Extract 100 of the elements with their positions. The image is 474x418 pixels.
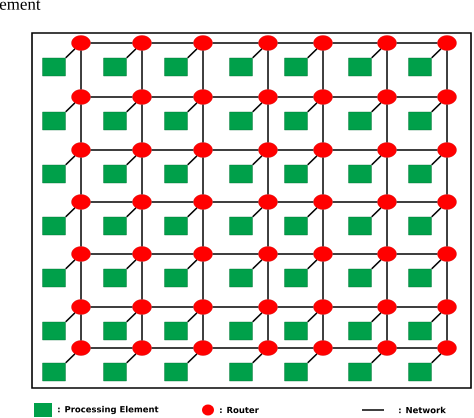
router-circle [71, 89, 91, 105]
network-link [80, 50, 82, 90]
network-link [332, 96, 378, 98]
processing-element-square [229, 112, 253, 130]
network-link [212, 253, 258, 255]
network-link [332, 149, 378, 151]
processing-element-square [229, 362, 253, 382]
processing-element-square [348, 322, 372, 340]
network-link [126, 259, 136, 270]
processing-element-square [103, 58, 127, 76]
processing-element-square [408, 58, 432, 76]
network-link [278, 149, 314, 151]
processing-element-square [348, 164, 372, 184]
processing-element-square [348, 112, 372, 130]
network-link [65, 102, 76, 112]
processing-element-square [348, 216, 372, 236]
network-link [396, 96, 438, 98]
processing-element-square [42, 322, 66, 340]
router-circle [132, 246, 152, 262]
processing-element-square [164, 268, 188, 288]
network-link [431, 353, 442, 364]
router-circle [71, 246, 91, 262]
network-link [431, 259, 442, 270]
network-link [307, 48, 318, 58]
network-link [396, 149, 438, 151]
router-circle [258, 246, 278, 262]
network-link [202, 210, 204, 246]
router-circle [377, 340, 397, 356]
network-link [386, 210, 388, 246]
network-link [307, 207, 318, 218]
router-circle [437, 340, 457, 356]
router-circle [437, 299, 457, 315]
router-circle [71, 142, 91, 158]
router-circle [71, 194, 91, 210]
network-link [202, 262, 204, 300]
network-link [212, 201, 258, 203]
network-link [396, 42, 438, 44]
network-link [446, 262, 448, 300]
network-link [267, 262, 269, 300]
network-link [152, 201, 194, 203]
network-link [322, 314, 324, 340]
router-circle [377, 194, 397, 210]
network-link [141, 210, 143, 246]
network-link [152, 306, 194, 308]
legend-label: : Network [399, 406, 446, 414]
network-link [332, 253, 378, 255]
network-link [307, 259, 318, 270]
processing-element-square [284, 112, 308, 130]
processing-element-square [103, 362, 127, 382]
router-circle [258, 142, 278, 158]
network-link [278, 306, 314, 308]
processing-element-square [42, 268, 66, 288]
network-link [126, 207, 136, 218]
network-link [141, 158, 143, 194]
network-link [126, 353, 136, 364]
processing-element-square [103, 216, 127, 236]
network-link [332, 201, 378, 203]
network-link [187, 102, 198, 112]
network-link [80, 158, 82, 194]
network-link [126, 48, 136, 58]
processing-element-square [348, 58, 372, 76]
processing-element-square [103, 322, 127, 340]
processing-element-square [284, 362, 308, 382]
network-link [252, 259, 262, 270]
network-link [371, 102, 382, 112]
network-link [252, 353, 262, 364]
router-circle [193, 340, 213, 356]
network-link [252, 102, 262, 112]
router-circle [313, 89, 333, 105]
network-link [446, 210, 448, 246]
processing-element-square [164, 112, 188, 130]
network-link [386, 262, 388, 300]
router-circle [437, 35, 457, 51]
network-link [90, 96, 132, 98]
network-link [431, 312, 442, 322]
network-link [371, 155, 382, 166]
network-link [90, 149, 132, 151]
processing-element-square [284, 58, 308, 76]
router-circle [377, 142, 397, 158]
network-link [322, 50, 324, 90]
router-circle [258, 194, 278, 210]
legend-label: : Router [220, 406, 259, 414]
processing-element-square [408, 216, 432, 236]
processing-element-square [42, 112, 66, 130]
network-link [322, 104, 324, 142]
processing-element-square [408, 322, 432, 340]
processing-element-square [284, 164, 308, 184]
network-link [152, 253, 194, 255]
router-circle [313, 142, 333, 158]
router-circle [313, 194, 333, 210]
network-link [187, 259, 198, 270]
network-link [307, 155, 318, 166]
legend-label: : Processing Element [58, 406, 158, 414]
network-link [332, 306, 378, 308]
network-link [386, 158, 388, 194]
router-circle [313, 35, 333, 51]
router-circle [437, 89, 457, 105]
router-circle [377, 299, 397, 315]
router-circle [132, 35, 152, 51]
router-circle [193, 35, 213, 51]
